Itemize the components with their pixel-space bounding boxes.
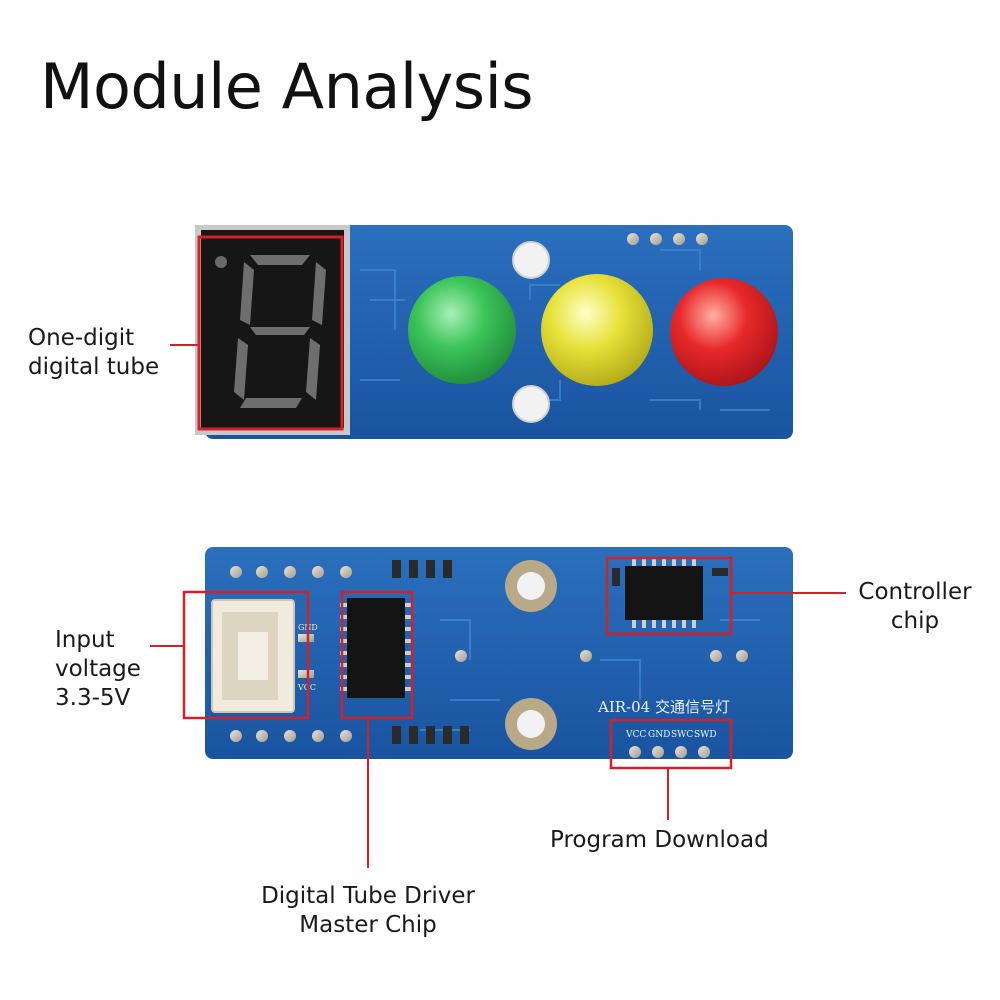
tube-driver-chip: [340, 598, 412, 698]
controller-chip-callout-box: [605, 556, 733, 636]
label-program-download: Program Download: [550, 827, 769, 853]
back-pads-bottom: [230, 730, 352, 742]
pin-label-swc: SWC: [671, 730, 693, 740]
pin-label-vcc: VCC: [625, 730, 646, 740]
front-header-pads: [627, 233, 708, 245]
label-controller-chip: Controller chip: [858, 579, 972, 634]
board-model-label: AIR-04 交通信号灯: [597, 698, 730, 716]
pin-label-gnd: GND: [648, 730, 670, 740]
back-board: GND VCC: [182, 547, 793, 770]
power-connector: [211, 599, 314, 713]
seven-segment-display: [195, 225, 350, 435]
label-tube-driver: Digital Tube Driver Master Chip: [261, 883, 475, 938]
back-vias: [455, 650, 748, 662]
mount-hole-top: [512, 241, 550, 279]
label-input-voltage: Input voltage 3.3-5V: [55, 627, 141, 711]
label-digital-tube: One-digit digital tube: [28, 325, 160, 380]
digital-tube-callout-box: [197, 235, 344, 431]
program-download-callout-box: [609, 718, 733, 770]
back-pads-top: [230, 566, 352, 578]
red-led: [670, 278, 778, 386]
front-board: [195, 225, 793, 439]
green-led: [408, 276, 516, 384]
segment-shapes: [234, 255, 326, 408]
program-pins: VCC GND SWC SWD: [625, 730, 717, 758]
page-title: Module Analysis: [40, 50, 534, 123]
back-mount-hole-bottom: [505, 698, 557, 750]
tube-driver-callout-box: [340, 590, 414, 720]
mount-hole-bottom: [512, 385, 550, 423]
smd-resistors-bottom: [392, 726, 469, 744]
connector-pin-vcc: VCC: [297, 683, 316, 692]
back-mount-hole-top: [505, 560, 557, 612]
pin-label-swd: SWD: [694, 730, 717, 740]
yellow-led: [541, 274, 653, 386]
smd-resistors-top: [392, 560, 452, 578]
input-voltage-callout-box: [182, 590, 310, 720]
controller-chip: [612, 558, 728, 628]
